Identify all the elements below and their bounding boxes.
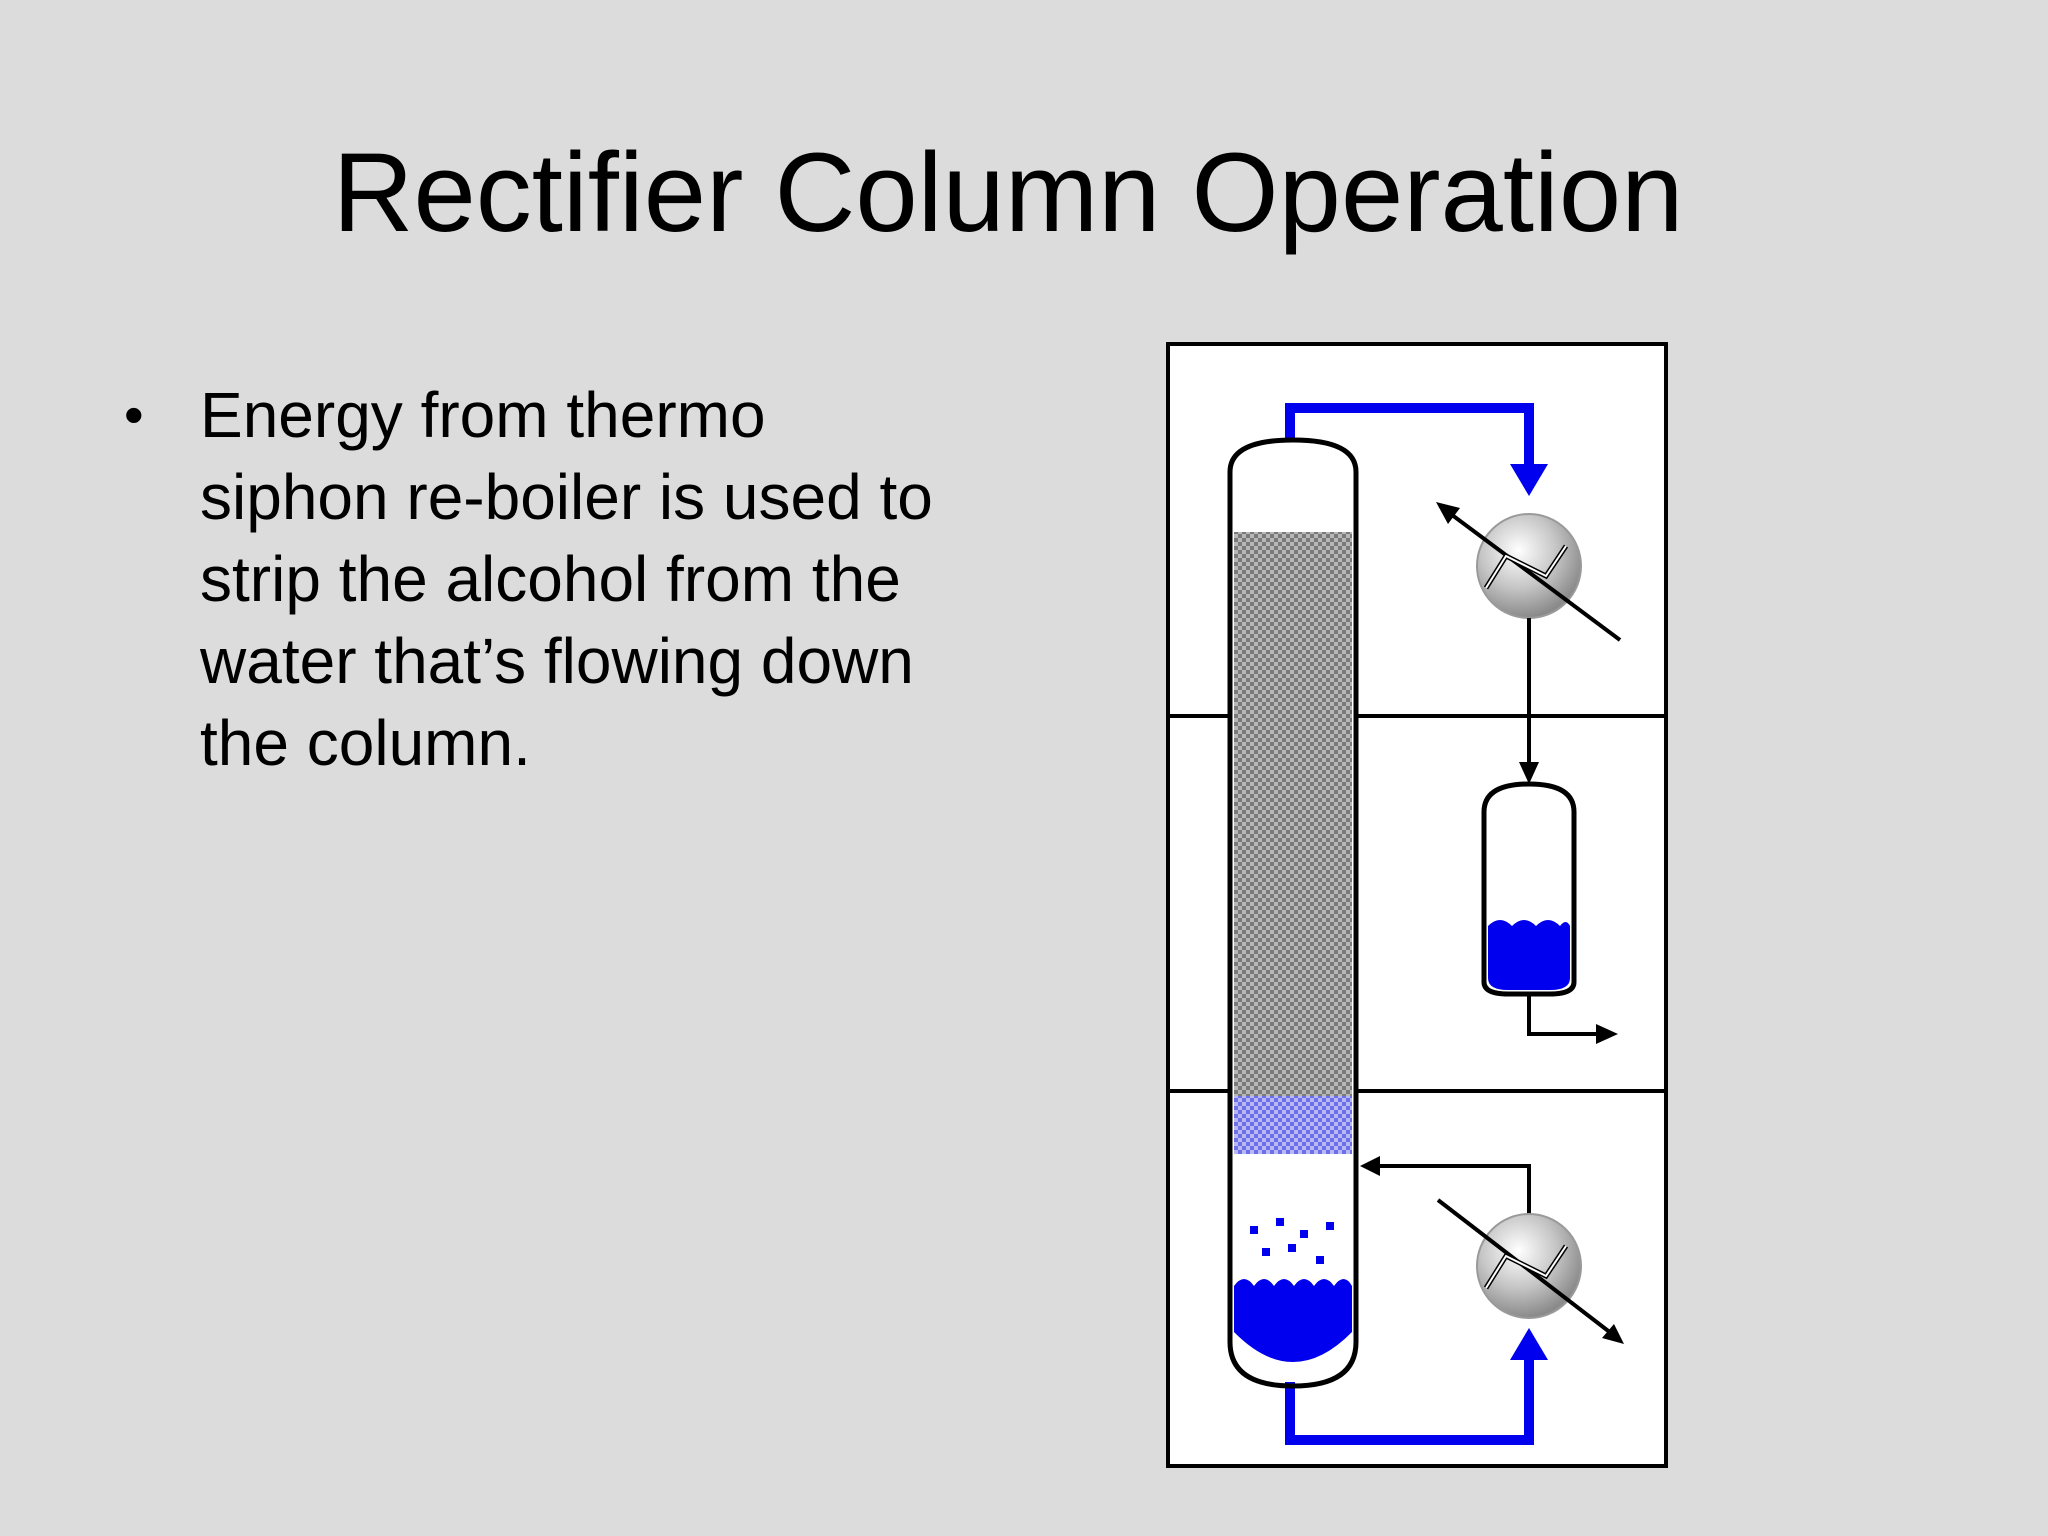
condensate-line (1519, 618, 1539, 784)
rectifier-column (1227, 437, 1359, 1389)
reboiler-feed-line (1285, 1328, 1548, 1445)
bullet-icon: • (124, 383, 144, 446)
bullet-line: water that’s flowing down (200, 625, 914, 697)
bullet-item: • Energy from thermo siphon re-boiler is… (118, 374, 1038, 784)
vapor-bubbles (1250, 1218, 1334, 1264)
bullet-line: strip the alcohol from the (200, 543, 901, 615)
overhead-vapor-line (1285, 403, 1548, 496)
bullet-list: • Energy from thermo siphon re-boiler is… (118, 374, 1038, 784)
slide-title: Rectifier Column Operation (332, 130, 1684, 255)
wetted-packing (1234, 1096, 1352, 1154)
column-sump-liquid (1234, 1279, 1352, 1362)
thermosiphon-reboiler (1436, 1198, 1624, 1344)
condenser (1436, 502, 1622, 642)
reflux-drum (1481, 781, 1618, 1044)
bullet-line: Energy from thermo (200, 379, 766, 451)
rectifier-diagram (1166, 342, 1668, 1468)
bullet-line: the column. (200, 707, 531, 779)
drum-liquid (1488, 920, 1570, 990)
packing-section (1234, 532, 1352, 1096)
bullet-line: siphon re-boiler is used to (200, 461, 933, 533)
